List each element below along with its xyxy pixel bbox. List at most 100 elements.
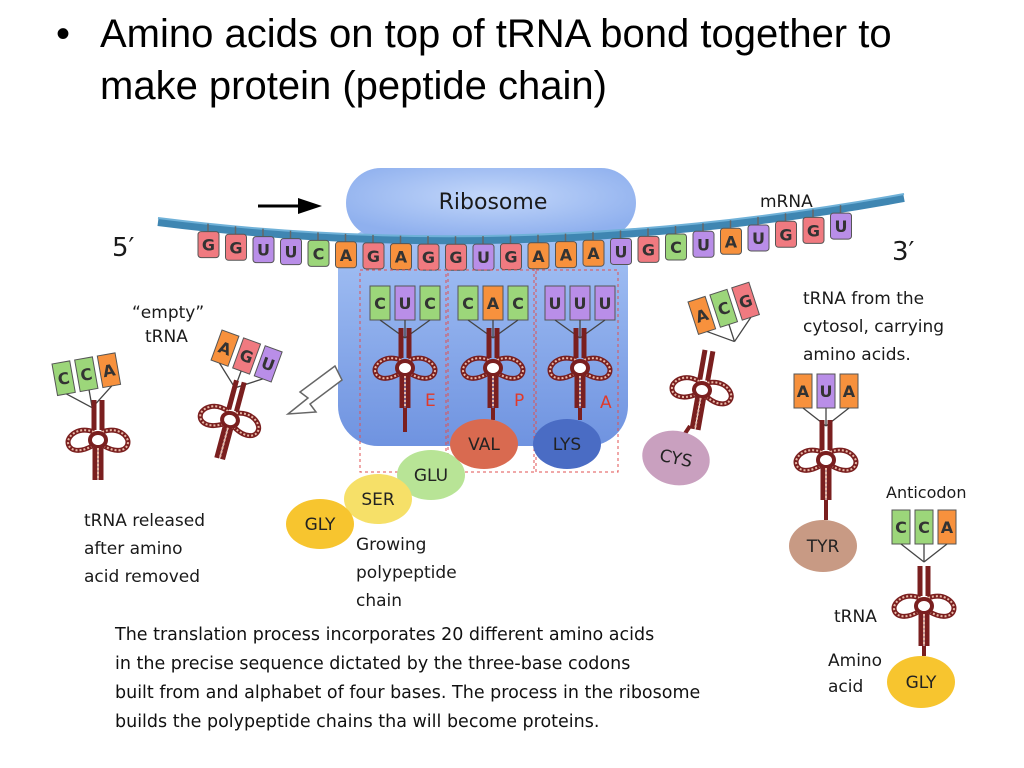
svg-text:G: G (642, 240, 655, 259)
amino-acid-gly-free (887, 656, 955, 708)
svg-text:U: U (574, 294, 587, 313)
mrna-base: U (472, 236, 495, 271)
svg-text:C: C (56, 368, 71, 389)
e-site-label: E (425, 391, 436, 411)
mrna-base: A (390, 235, 412, 271)
ribosome-small-subunit (346, 168, 636, 238)
amino-acid-glu (397, 450, 465, 500)
svg-text:A: A (725, 232, 738, 251)
amino-acid-cys (642, 430, 710, 486)
svg-text:U: U (477, 248, 490, 267)
mrna-base: U (252, 228, 275, 264)
three-prime-label: 3′ (892, 237, 915, 267)
trna-label: tRNA (834, 607, 877, 627)
svg-text:G: G (449, 248, 462, 267)
mrna-base: G (362, 234, 385, 270)
svg-text:U: U (285, 243, 298, 262)
caption: The translation process incorporates 20 … (114, 625, 706, 732)
svg-text:C: C (512, 294, 524, 313)
svg-text:A: A (843, 382, 856, 401)
a-site-box (535, 269, 619, 473)
amino-acid-tyr (789, 520, 857, 572)
svg-text:U: U (820, 382, 833, 401)
svg-text:G: G (807, 221, 820, 240)
amino-acid-ser (344, 474, 412, 524)
svg-text:C: C (462, 294, 474, 313)
svg-text:G: G (237, 345, 256, 367)
svg-text:GLU: GLU (414, 466, 448, 486)
svg-text:GLY: GLY (906, 673, 937, 693)
svg-text:C: C (79, 364, 94, 385)
svg-text:C: C (670, 238, 682, 257)
mrna-base: C (307, 232, 330, 267)
svg-text:VAL: VAL (468, 435, 500, 455)
svg-text:U: U (752, 229, 765, 248)
mrna-base: G (225, 226, 247, 261)
svg-text:C: C (374, 294, 386, 313)
svg-text:U: U (697, 235, 710, 254)
mrna-base: A (527, 234, 550, 270)
svg-text:LYS: LYS (553, 435, 581, 455)
svg-text:A: A (941, 518, 954, 537)
svg-text:U: U (549, 294, 562, 313)
mrna-base: A (582, 232, 605, 267)
direction-arrow-head (298, 198, 322, 214)
mrna-base: G (802, 209, 825, 244)
mrna-base: G (417, 236, 440, 271)
svg-text:SER: SER (361, 490, 395, 510)
released-label-1: tRNA released after amino acid removed (84, 511, 210, 587)
mrna-base: A (555, 233, 577, 269)
svg-text:G: G (779, 225, 792, 244)
svg-text:U: U (257, 241, 270, 260)
amino-acid-gly (286, 499, 354, 549)
svg-text:A: A (797, 382, 810, 401)
bullet-marker: • (56, 12, 71, 56)
ribosome-label: Ribosome (439, 190, 548, 215)
p-site-box (447, 269, 535, 473)
a-site-label: A (600, 393, 612, 413)
svg-text:GLY: GLY (305, 515, 336, 535)
p-site-label: P (514, 391, 524, 411)
svg-text:C: C (895, 518, 907, 537)
empty-trna-label-2: tRNA (145, 327, 188, 347)
mrna-strand (157, 194, 905, 245)
svg-text:G: G (229, 238, 242, 257)
svg-text:G: G (202, 236, 215, 255)
svg-text:A: A (487, 294, 500, 313)
svg-text:A: A (395, 248, 408, 267)
svg-text:C: C (918, 518, 930, 537)
mrna-base: U (830, 205, 852, 240)
mrna-base: U (747, 216, 770, 252)
svg-text:U: U (599, 294, 612, 313)
five-prime-label: 5′ (112, 233, 135, 263)
svg-text:G: G (737, 291, 755, 313)
svg-text:G: G (504, 248, 517, 267)
svg-text:G: G (422, 248, 435, 267)
mrna-base: C (665, 225, 687, 261)
empty-trna-label-1: “empty” (132, 303, 204, 323)
mrna-base: G (445, 236, 467, 271)
svg-text:C: C (715, 298, 732, 320)
mrna-base: G (637, 228, 660, 263)
svg-text:A: A (340, 246, 353, 265)
amino-acid-lys (533, 419, 601, 469)
cytosol-trna-label: tRNA from the cytosol, carrying amino ac… (803, 289, 949, 365)
svg-text:A: A (587, 244, 600, 263)
svg-text:A: A (532, 247, 545, 266)
mrna-base: G (775, 213, 797, 248)
svg-text:G: G (367, 247, 380, 266)
mrna-base: U (610, 230, 632, 265)
